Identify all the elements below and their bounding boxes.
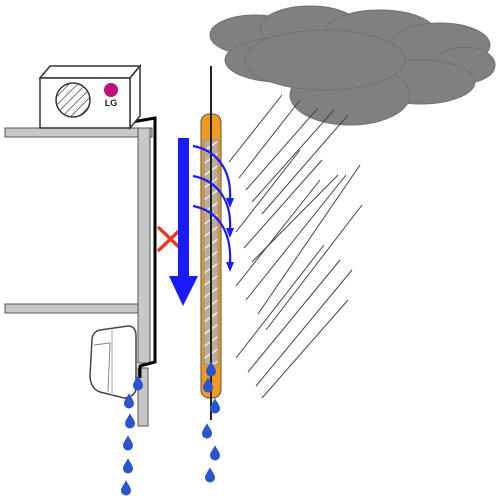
rain-line	[235, 149, 301, 233]
rain-line	[261, 114, 349, 215]
rain-line	[255, 269, 353, 387]
upper-floor-slab	[4, 127, 153, 138]
rain-line	[257, 164, 361, 315]
ac-indoor-unit-icon	[89, 325, 137, 399]
water-drop-icon	[202, 423, 212, 439]
lg-logo-text: LG	[105, 98, 118, 108]
ac-outdoor-unit-icon: LG	[38, 63, 142, 131]
rain-line	[235, 244, 325, 359]
drain-line	[131, 116, 157, 378]
water-drop-icon	[123, 458, 133, 474]
water-drop-icon	[205, 467, 215, 483]
water-drop-icon	[123, 435, 133, 451]
lower-floor-slab	[4, 303, 143, 314]
lg-logo-icon	[104, 83, 118, 97]
water-drop-icon	[125, 413, 135, 429]
rain-line	[245, 174, 347, 301]
rain-line	[243, 159, 323, 249]
water-drop-icon	[121, 480, 131, 496]
rain-line	[265, 204, 363, 331]
rain-line	[238, 99, 301, 179]
rain-cloud-icon	[209, 5, 496, 126]
rain-line	[235, 179, 321, 287]
rain-line	[228, 94, 283, 163]
rain-line	[245, 107, 319, 191]
water-flow-arrowheads	[226, 198, 234, 272]
downward-flow-arrow	[169, 138, 198, 306]
rain-lines	[228, 94, 363, 399]
wall-column-lower	[137, 367, 149, 427]
wall-column	[137, 127, 151, 364]
water-drop-icon	[210, 445, 220, 461]
rain-line	[247, 259, 341, 373]
rain-line	[261, 299, 349, 399]
water-flow-arrows	[192, 144, 232, 265]
rain-line	[251, 109, 335, 203]
